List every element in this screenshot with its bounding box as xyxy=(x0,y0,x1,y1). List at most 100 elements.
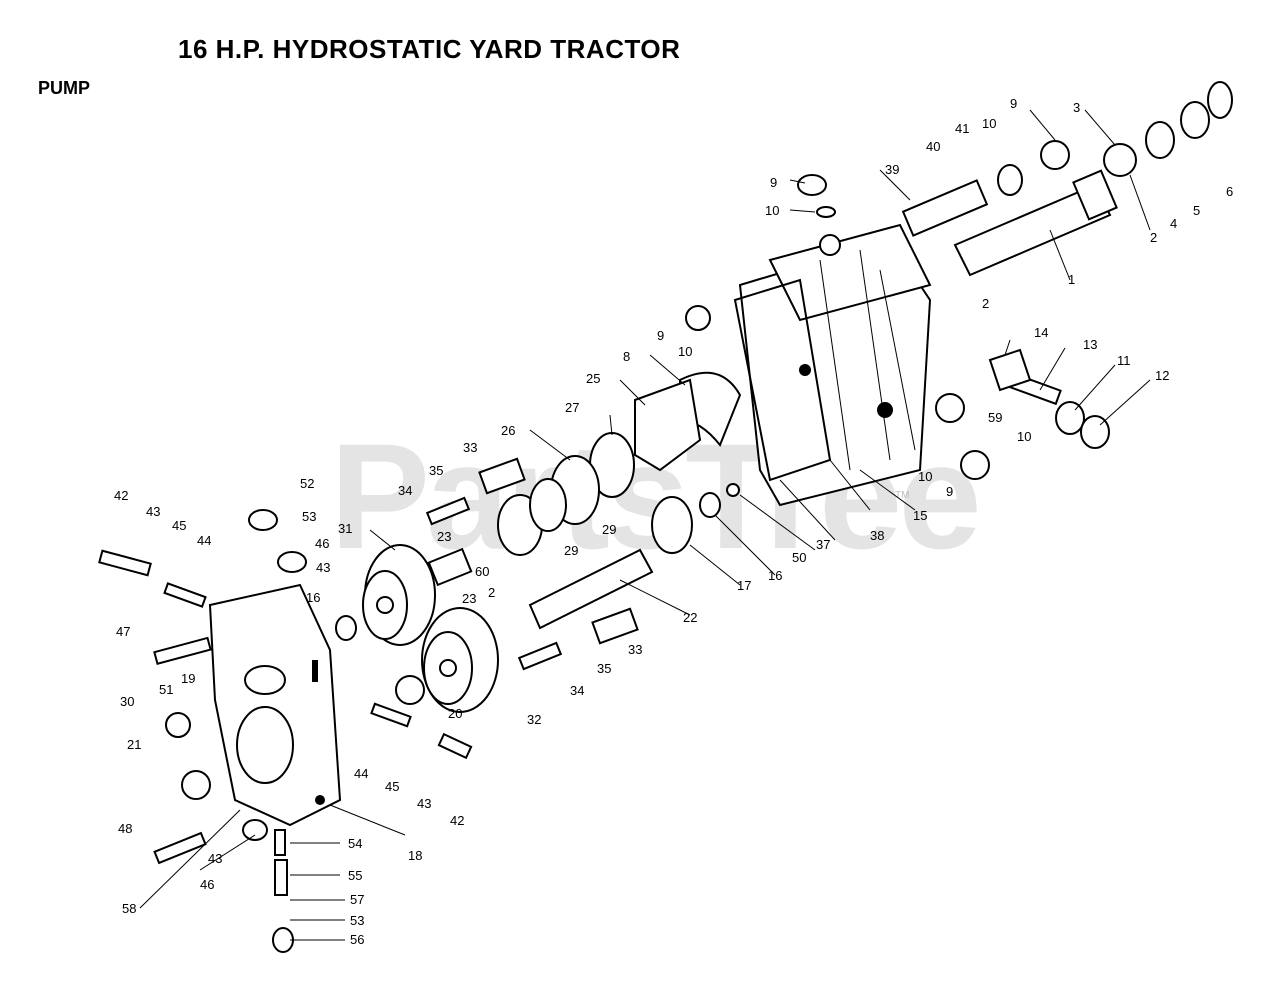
callout: 34 xyxy=(398,483,412,498)
bolt-42-top[interactable] xyxy=(98,549,152,577)
callout: 51 xyxy=(159,682,173,697)
callout: 3 xyxy=(1073,100,1080,115)
callout: 21 xyxy=(127,737,141,752)
callout: 9 xyxy=(1010,96,1017,111)
shaft-54[interactable] xyxy=(274,829,286,856)
plug-46-top[interactable] xyxy=(277,551,307,573)
cradle-25[interactable] xyxy=(634,378,702,472)
callout: 29 xyxy=(602,522,616,537)
pump-shaft-22[interactable] xyxy=(528,548,654,630)
callout: 42 xyxy=(114,488,128,503)
diagram-title: 16 H.P. HYDROSTATIC YARD TRACTOR xyxy=(178,34,681,64)
plug-59[interactable] xyxy=(935,393,965,423)
callout: 5 xyxy=(1193,203,1200,218)
callout: 37 xyxy=(816,537,830,552)
callout: 16 xyxy=(306,590,320,605)
plug-9-left[interactable] xyxy=(685,305,711,331)
callout: 33 xyxy=(628,642,642,657)
retainer-29b[interactable] xyxy=(529,478,567,532)
bushing-11[interactable] xyxy=(1055,401,1085,435)
callout: 23 xyxy=(437,529,451,544)
callout: 9 xyxy=(946,484,953,499)
callout: 12 xyxy=(1155,368,1169,383)
bearing-5[interactable] xyxy=(1180,101,1210,139)
shaft-55[interactable] xyxy=(274,859,288,896)
callout: 59 xyxy=(988,410,1002,425)
oring-10-center[interactable] xyxy=(816,206,836,218)
callout: 6 xyxy=(1226,184,1233,199)
callout: 52 xyxy=(300,476,314,491)
bushing-41[interactable] xyxy=(997,164,1023,196)
callout: 4 xyxy=(1170,216,1177,231)
callout: 46 xyxy=(200,877,214,892)
callout: 2 xyxy=(982,296,989,311)
cap-21[interactable] xyxy=(181,770,211,800)
pin-33-top[interactable] xyxy=(478,457,526,495)
callout: 16 xyxy=(768,568,782,583)
plug-9-center[interactable] xyxy=(797,174,827,196)
bearing-17[interactable] xyxy=(651,496,693,554)
cap-30[interactable] xyxy=(165,712,191,738)
callout: 44 xyxy=(354,766,368,781)
callout: 60 xyxy=(475,564,489,579)
callout: 25 xyxy=(586,371,600,386)
pin-33-bottom[interactable] xyxy=(591,607,639,645)
callout: 18 xyxy=(408,848,422,863)
cylinder-block-31[interactable] xyxy=(362,544,436,646)
spring-45-top[interactable] xyxy=(163,582,207,608)
cylinder-block-32[interactable] xyxy=(421,607,499,713)
callout: 29 xyxy=(564,543,578,558)
center-section[interactable] xyxy=(208,583,342,827)
callout: 2 xyxy=(488,585,495,600)
bushing-16-right[interactable] xyxy=(699,492,721,518)
washer-4[interactable] xyxy=(1145,121,1175,159)
callout: 17 xyxy=(737,578,751,593)
callout: 1 xyxy=(1068,272,1075,287)
callout: 22 xyxy=(683,610,697,625)
bolt-47[interactable] xyxy=(153,636,212,666)
callout: 27 xyxy=(565,400,579,415)
callout: 10 xyxy=(982,116,996,131)
callout: 9 xyxy=(657,328,664,343)
callout: 32 xyxy=(527,712,541,727)
spring-60[interactable] xyxy=(427,547,473,587)
callout: 11 xyxy=(1117,353,1131,368)
control-shaft-13[interactable] xyxy=(988,348,1062,406)
callout: 43 xyxy=(146,504,160,519)
plug-46-bottom[interactable] xyxy=(242,819,268,841)
callout: 10 xyxy=(918,469,932,484)
callout: 30 xyxy=(120,694,134,709)
section-label: PUMP xyxy=(38,78,91,98)
leader-lines xyxy=(139,109,1151,941)
ball-50[interactable] xyxy=(726,483,740,497)
spring-34-top[interactable] xyxy=(425,496,471,526)
callout: 55 xyxy=(348,868,362,883)
bushing-16-left[interactable] xyxy=(335,615,357,641)
callout-numbers: 9 3 10 41 40 9 39 10 6 5 4 2 2 1 9 10 14… xyxy=(114,96,1233,947)
spring-45-bottom[interactable] xyxy=(370,702,412,728)
bolt-42-bottom[interactable] xyxy=(437,732,473,760)
callout: 43 xyxy=(208,851,222,866)
callout: 53 xyxy=(350,913,364,928)
callout: 38 xyxy=(870,528,884,543)
seal-12[interactable] xyxy=(1080,415,1110,449)
spring-34-bottom[interactable] xyxy=(517,641,563,671)
watermark-tm: TM xyxy=(895,490,910,501)
bearing-3[interactable] xyxy=(1103,143,1137,177)
pump-housing[interactable] xyxy=(738,223,932,507)
ring-6[interactable] xyxy=(1207,81,1233,119)
callout: 48 xyxy=(118,821,132,836)
callout: 47 xyxy=(116,624,130,639)
plug-52[interactable] xyxy=(248,509,278,531)
plug-9-top[interactable] xyxy=(1040,140,1070,170)
plug-9-lower[interactable] xyxy=(960,450,990,480)
input-shaft[interactable] xyxy=(953,169,1118,277)
callout: 8 xyxy=(623,349,630,364)
callout: 33 xyxy=(463,440,477,455)
callout: 14 xyxy=(1034,325,1048,340)
sleeve-39[interactable] xyxy=(901,179,989,237)
bushing-20[interactable] xyxy=(395,675,425,705)
bolt-48[interactable] xyxy=(153,831,207,865)
callout: 31 xyxy=(338,521,352,536)
